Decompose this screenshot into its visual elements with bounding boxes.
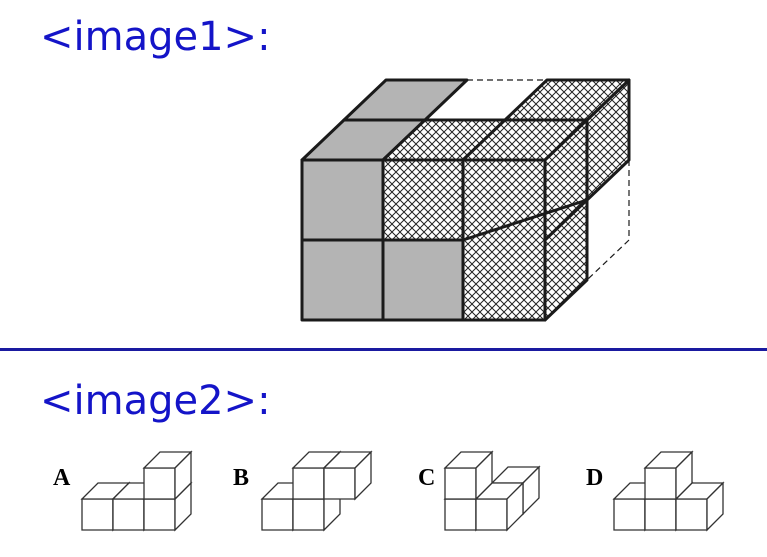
- option-label-a: A: [53, 465, 71, 491]
- image2-heading: <image2>:: [40, 378, 271, 424]
- divider: [0, 348, 767, 351]
- option-figure-a: [80, 450, 193, 532]
- gray-face: [381, 238, 465, 322]
- cube-face: [354, 450, 372, 501]
- cube-face: [143, 467, 176, 500]
- image1-heading: <image1>:: [40, 14, 271, 60]
- cube-face: [506, 481, 524, 532]
- cube-face: [81, 498, 114, 531]
- cube-face: [143, 498, 176, 531]
- hatched-face: [461, 158, 547, 322]
- cube-face: [644, 498, 677, 531]
- cube-face: [475, 498, 508, 531]
- cube-face: [323, 467, 356, 500]
- hatched-face: [381, 158, 465, 242]
- hidden-edges: [467, 79, 630, 281]
- gray-top-face: [342, 78, 469, 122]
- main-cube-figure: [300, 78, 631, 322]
- cube-face: [444, 467, 477, 500]
- option-figure-b: [260, 450, 373, 532]
- cube-face: [644, 467, 677, 500]
- option-label-b: B: [233, 465, 249, 491]
- option-label-d: D: [586, 465, 603, 491]
- option-figure-c: [443, 450, 541, 532]
- cube-face: [292, 467, 325, 500]
- option-label-c: C: [418, 465, 435, 491]
- option-figure-d: [612, 450, 725, 532]
- cube-face: [112, 498, 145, 531]
- cube-face: [174, 450, 192, 501]
- cube-face: [444, 498, 477, 531]
- cube-face: [475, 450, 493, 501]
- cube-face: [292, 498, 325, 531]
- cube-face: [613, 498, 646, 531]
- cube-face: [675, 498, 708, 531]
- cube-face: [261, 498, 294, 531]
- cube-face: [706, 481, 724, 532]
- cube-face: [675, 450, 693, 501]
